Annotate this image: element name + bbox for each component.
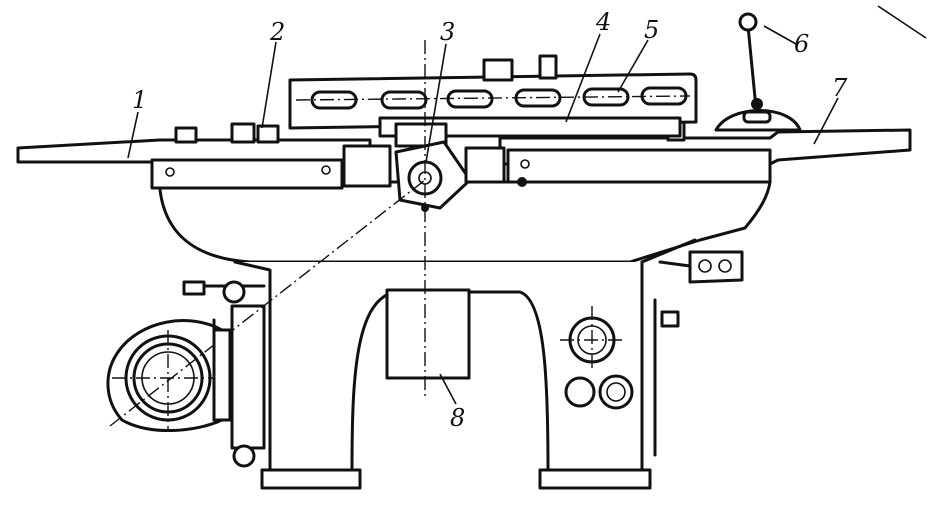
feed-motor <box>106 179 426 468</box>
callout-4: 4 <box>595 8 611 36</box>
motor-block <box>385 288 471 380</box>
machine-base <box>158 180 772 490</box>
callout-1: 1 <box>132 86 147 114</box>
infeed-table <box>16 122 372 190</box>
leader-lines <box>127 25 839 405</box>
frame-corner-line <box>877 5 927 39</box>
right-bracket <box>653 250 744 457</box>
center-bracket <box>342 144 506 188</box>
callout-3: 3 <box>440 18 455 46</box>
callout-2: 2 <box>269 18 285 46</box>
guard-plate <box>288 54 698 130</box>
lever-handle <box>714 12 802 132</box>
callout-5: 5 <box>644 16 659 44</box>
column-holes <box>560 306 634 410</box>
callout-7: 7 <box>832 74 848 102</box>
callout-6: 6 <box>794 30 809 58</box>
callout-8: 8 <box>450 404 465 432</box>
